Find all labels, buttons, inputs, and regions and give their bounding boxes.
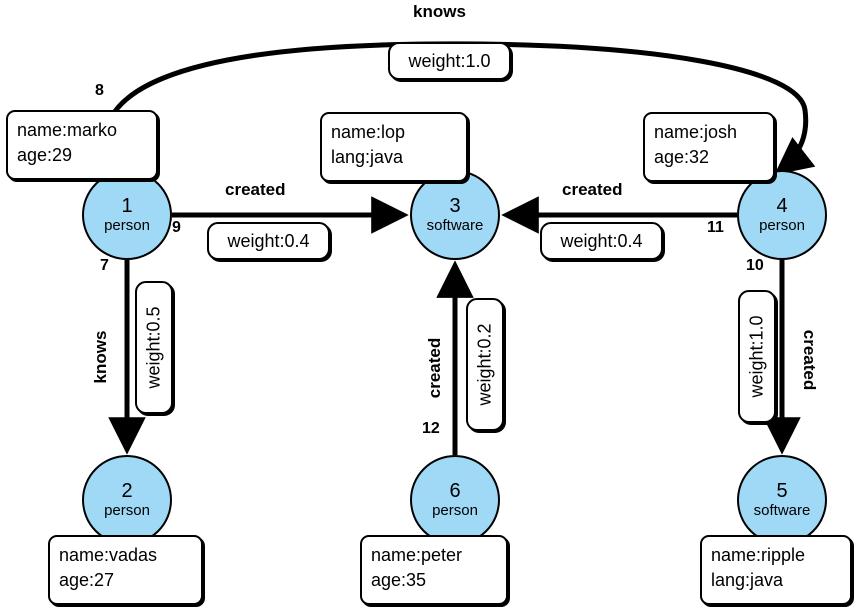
edge-8-id: 8 <box>95 82 104 99</box>
node-2-properties: name:vadas age:27 <box>48 535 203 605</box>
node-1-prop-line-1: name:marko <box>17 120 118 140</box>
graph-node-4[interactable]: 4 person <box>737 170 827 260</box>
edge-12-label: created <box>425 337 444 399</box>
edge-10-id: 10 <box>746 257 764 274</box>
node-3-properties: name:lop lang:java <box>320 112 468 182</box>
node-4-label: person <box>759 217 805 234</box>
node-1-prop-line-2: age:29 <box>17 145 73 165</box>
edge-8-path <box>102 41 816 175</box>
node-4-prop-line-1: name:josh <box>654 122 738 142</box>
node-6-prop-line-2: age:35 <box>371 570 427 590</box>
edge-7-label: knows <box>91 330 110 384</box>
edge-12-weight: weight:0.2 <box>474 323 495 406</box>
node-5-prop-line-1: name:ripple <box>711 545 806 565</box>
node-6-label: person <box>432 502 478 519</box>
node-4-prop-line-2: age:32 <box>654 147 710 167</box>
node-1-id: 1 <box>121 195 133 217</box>
edge-8-weight-box: weight:1.0 <box>388 42 511 80</box>
node-6-prop-line-1: name:peter <box>371 545 463 565</box>
edge-11-label: created <box>562 180 623 199</box>
node-2-prop-line-1: name:vadas <box>59 545 158 565</box>
node-6-properties: name:peter age:35 <box>360 535 508 605</box>
edge-12-id: 12 <box>422 420 440 437</box>
edge-7-weight-box: weight:0.5 <box>135 281 173 414</box>
graph-node-6[interactable]: 6 person <box>410 455 500 545</box>
edge-9-weight: weight:0.4 <box>227 230 310 251</box>
node-3-id: 3 <box>449 195 461 217</box>
edge-11-weight: weight:0.4 <box>560 230 643 251</box>
node-5-prop-line-2: lang:java <box>711 570 784 590</box>
edge-11-id: 11 <box>707 219 724 236</box>
node-6-id: 6 <box>449 480 461 502</box>
edge-7-weight: weight:0.5 <box>143 306 164 389</box>
edge-12-weight-box: weight:0.2 <box>466 298 504 431</box>
node-2-id: 2 <box>121 480 133 502</box>
node-2-prop-line-2: age:27 <box>59 570 115 590</box>
node-3-prop-line-1: name:lop <box>331 122 406 142</box>
edge-11-weight-box: weight:0.4 <box>540 222 663 260</box>
edge-9-id: 9 <box>172 219 181 236</box>
graph-node-3[interactable]: 3 software <box>410 170 500 260</box>
node-3-label: software <box>426 217 484 234</box>
node-4-properties: name:josh age:32 <box>643 112 775 182</box>
node-3-prop-line-2: lang:java <box>331 147 404 167</box>
edge-10-weight-box: weight:1.0 <box>738 290 776 423</box>
node-1-label: person <box>104 217 150 234</box>
edge-9-weight-box: weight:0.4 <box>207 222 330 260</box>
edge-9-label: created <box>225 180 286 199</box>
node-5-properties: name:ripple lang:java <box>700 535 852 605</box>
edge-10-weight: weight:1.0 <box>746 315 767 398</box>
node-5-label: software <box>753 502 811 519</box>
edge-8-label: knows <box>413 2 466 21</box>
edge-7-id: 7 <box>100 257 109 274</box>
node-2-label: person <box>104 502 150 519</box>
graph-node-5[interactable]: 5 software <box>737 455 827 545</box>
graph-node-1[interactable]: 1 person <box>82 170 172 260</box>
graph-node-2[interactable]: 2 person <box>82 455 172 545</box>
node-5-id: 5 <box>776 480 788 502</box>
node-1-properties: name:marko age:29 <box>6 110 158 180</box>
edge-8-weight: weight:1.0 <box>408 50 491 71</box>
node-4-id: 4 <box>776 195 788 217</box>
edge-10-label: created <box>800 329 819 391</box>
